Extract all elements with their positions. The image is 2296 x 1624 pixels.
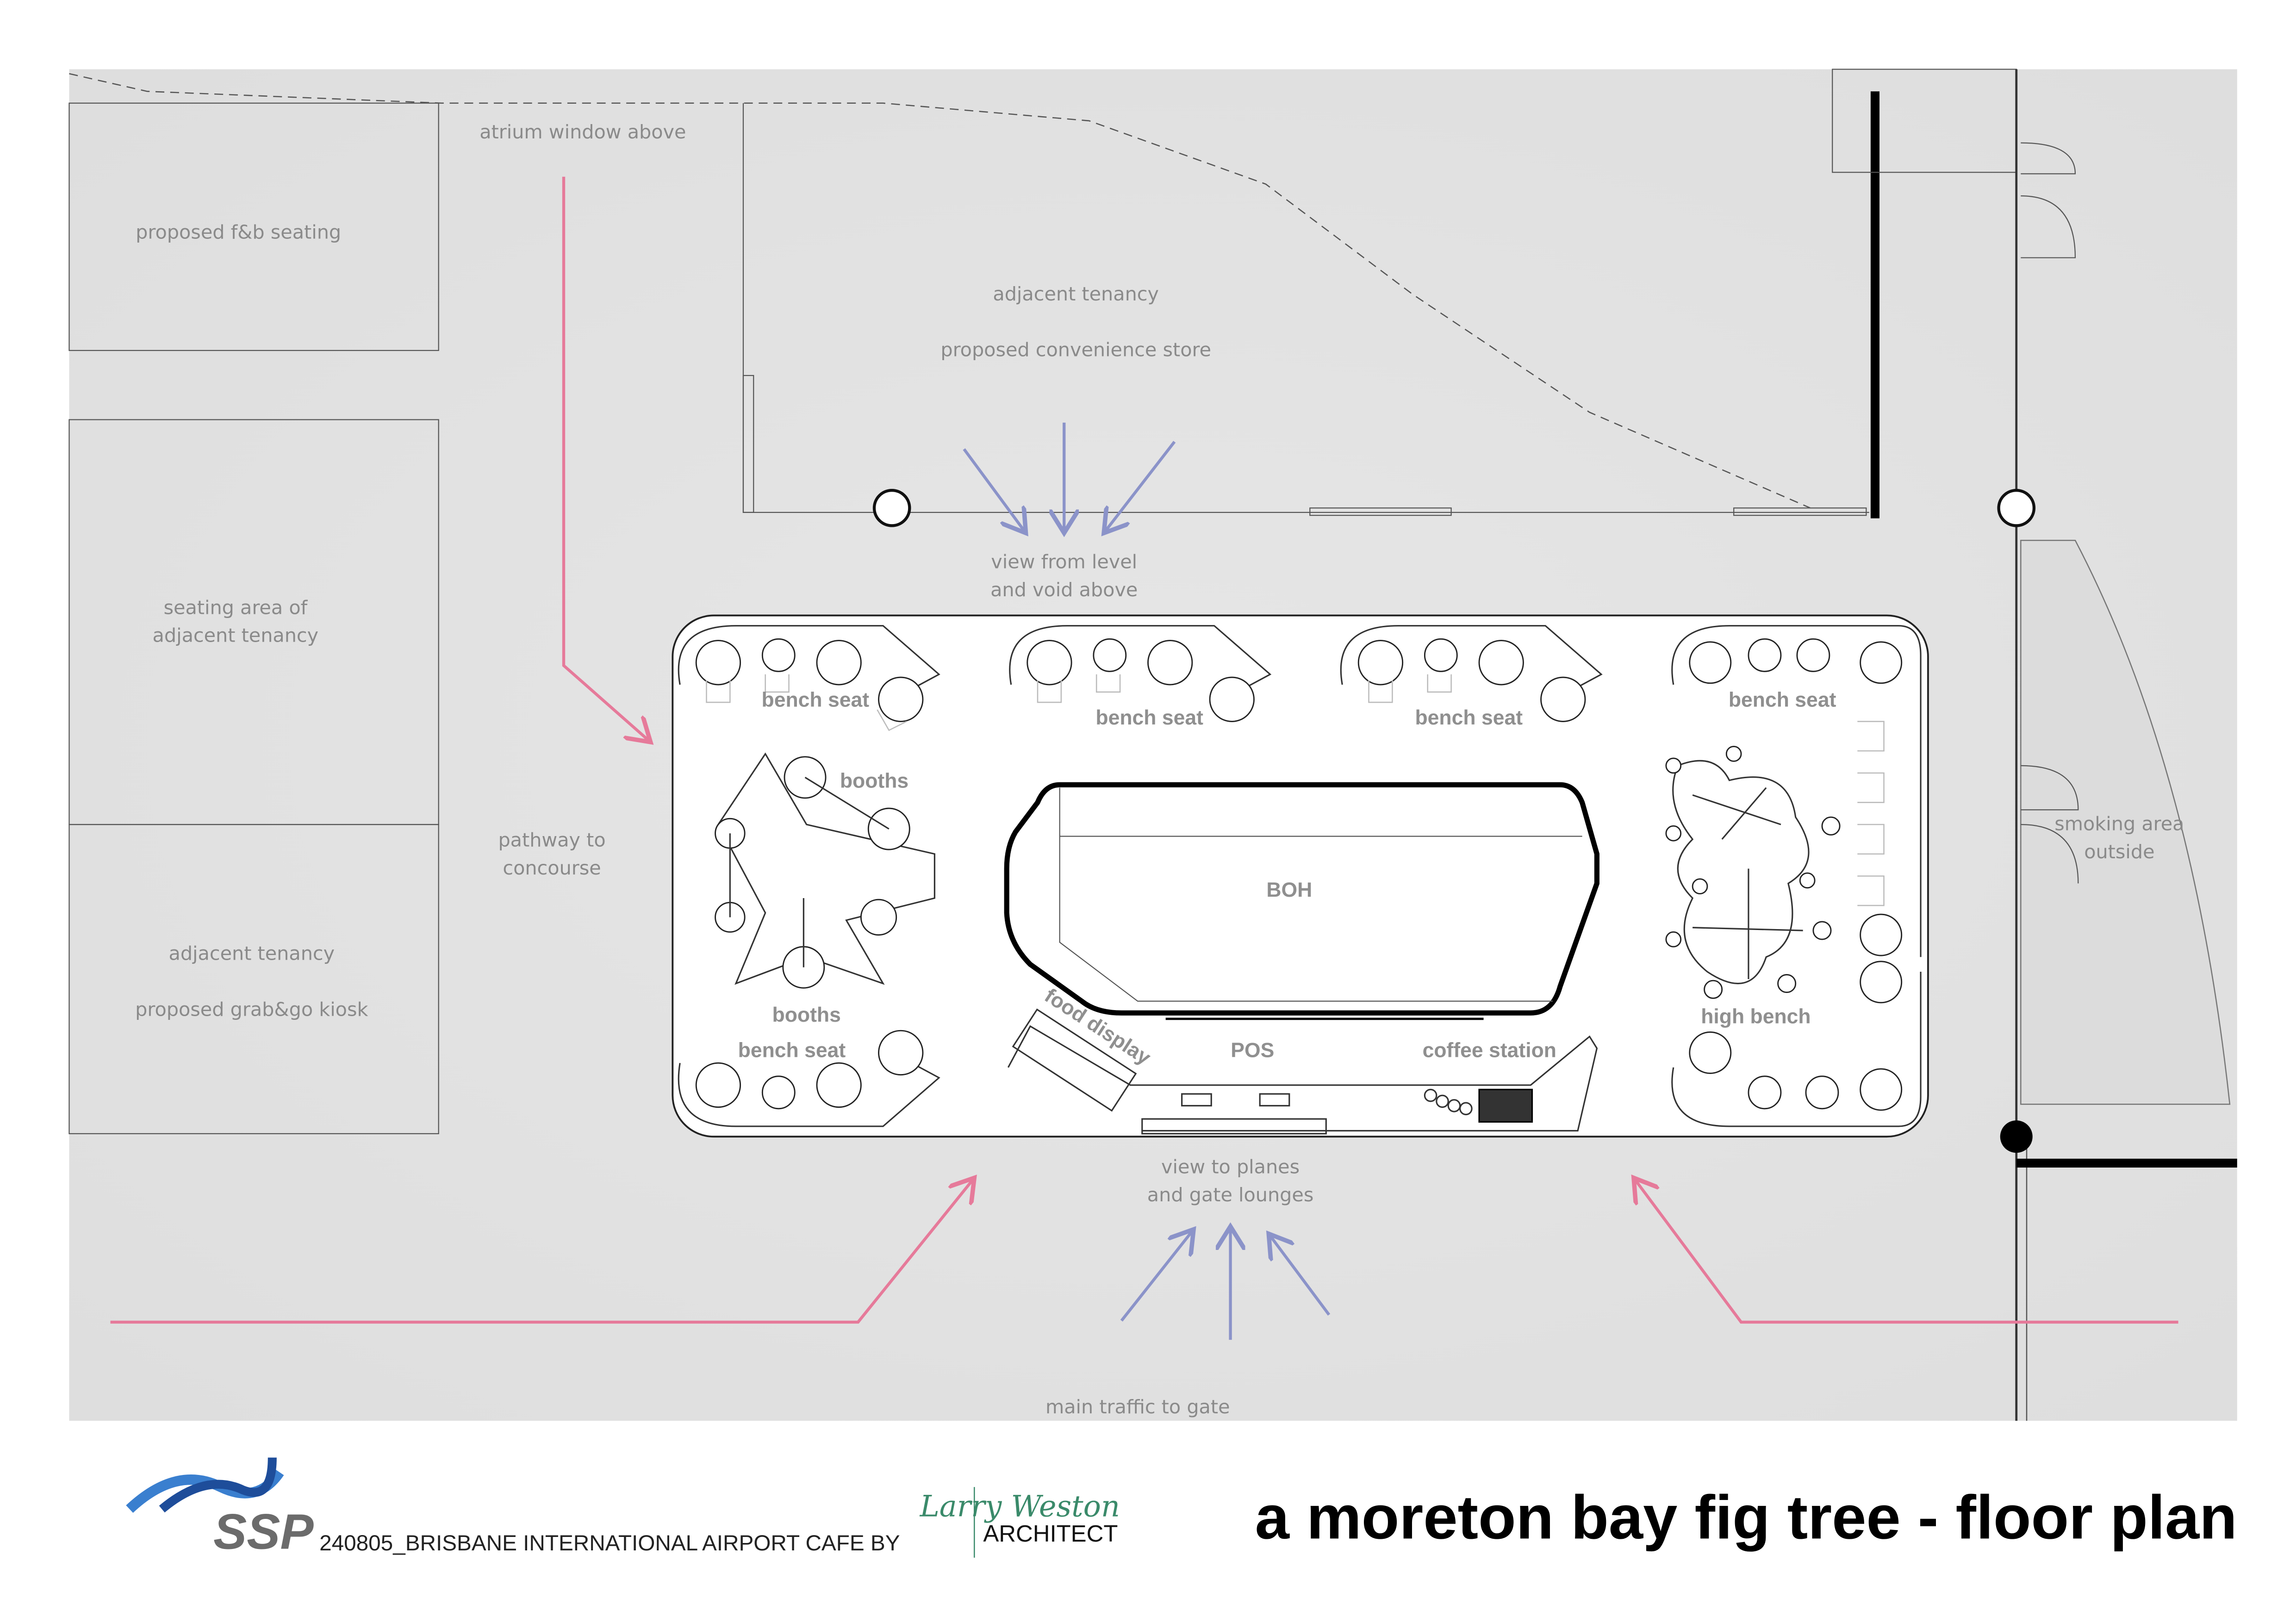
adjacent-tenancy-label: adjacent tenancy <box>993 283 1159 305</box>
plan-title: a moreton bay fig tree - floor plan <box>1255 1483 2237 1552</box>
fb-seating-area <box>68 102 439 351</box>
main-traffic-label: main traffic to gate <box>1045 1396 1230 1418</box>
bench-seat-unit <box>1671 625 1922 1004</box>
view-level-label: and void above <box>990 579 1138 601</box>
traffic-arrow <box>1634 1178 2178 1324</box>
column <box>1997 488 2036 527</box>
pathway-label: pathway to <box>498 829 605 851</box>
svg-text:ARCHITECT: ARCHITECT <box>983 1520 1118 1547</box>
grab-go-label: proposed grab&go kiosk <box>135 998 368 1020</box>
coffee-station-label: coffee station <box>1423 1039 1556 1062</box>
architect-logo: Larry Weston ARCHITECT <box>920 1487 1120 1558</box>
bench-seat-unit <box>678 1030 940 1127</box>
pos-label: POS <box>1231 1039 1274 1062</box>
view-planes-label: view to planes <box>1161 1156 1300 1178</box>
bench-seat-unit <box>1009 625 1272 722</box>
traffic-arrow <box>562 176 651 742</box>
pos-terminal <box>1181 1093 1212 1107</box>
seating-adjacent-label: adjacent tenancy <box>153 625 319 647</box>
atrium-window-outline <box>69 73 1811 509</box>
high-bench-unit <box>1665 746 1841 999</box>
booths-label: booths <box>772 1004 841 1026</box>
fb-seating-label: proposed f&b seating <box>136 221 341 243</box>
convenience-store-label: proposed convenience store <box>940 339 1211 361</box>
view-arrow <box>1104 441 1176 533</box>
smoking-area <box>2020 539 2231 1105</box>
view-level-label: view from level <box>991 551 1137 573</box>
pathway-label: concourse <box>503 857 601 879</box>
bench-seat-label: bench seat <box>1729 689 1836 712</box>
view-arrow <box>1269 1234 1331 1316</box>
ssp-logo: SSP <box>126 1457 314 1560</box>
booths-label: booths <box>840 770 908 793</box>
traffic-arrow <box>110 1178 975 1324</box>
column <box>2000 1120 2033 1153</box>
grab-go-kiosk-area <box>68 824 439 1134</box>
pos-terminal <box>1259 1093 1290 1107</box>
project-title: 240805_BRISBANE INTERNATIONAL AIRPORT CA… <box>319 1531 900 1555</box>
boh-enclosure <box>1004 782 1600 1016</box>
atrium-label: atrium window above <box>479 121 686 143</box>
svg-text:Larry Weston: Larry Weston <box>920 1489 1120 1524</box>
bench-seat-label: bench seat <box>738 1039 846 1062</box>
bench-seat-unit <box>678 625 940 731</box>
bench-seat-unit <box>1671 972 1922 1127</box>
bench-seat-label: bench seat <box>1415 706 1523 729</box>
smoking-area-label: outside <box>2084 841 2154 863</box>
seating-adjacent-label: seating area of <box>163 596 308 618</box>
bench-seat-unit <box>1340 625 1603 722</box>
column <box>872 488 911 527</box>
bench-seat-label: bench seat <box>762 689 870 712</box>
view-planes-label: and gate lounges <box>1147 1184 1314 1206</box>
view-arrow <box>963 448 1026 533</box>
high-bench-label: high bench <box>1701 1005 1811 1028</box>
boh-label: BOH <box>1266 879 1312 901</box>
svg-text:SSP: SSP <box>213 1504 314 1560</box>
service-counter <box>1007 1025 1598 1132</box>
adjacent-tenancy-label: adjacent tenancy <box>169 943 335 965</box>
coffee-machine <box>1424 1088 1533 1123</box>
bench-seat-label: bench seat <box>1095 706 1203 729</box>
food-display-case <box>1012 1008 1137 1112</box>
smoking-area-label: smoking area <box>2054 813 2184 835</box>
booths-unit <box>715 752 935 989</box>
view-arrow <box>1120 1230 1194 1322</box>
